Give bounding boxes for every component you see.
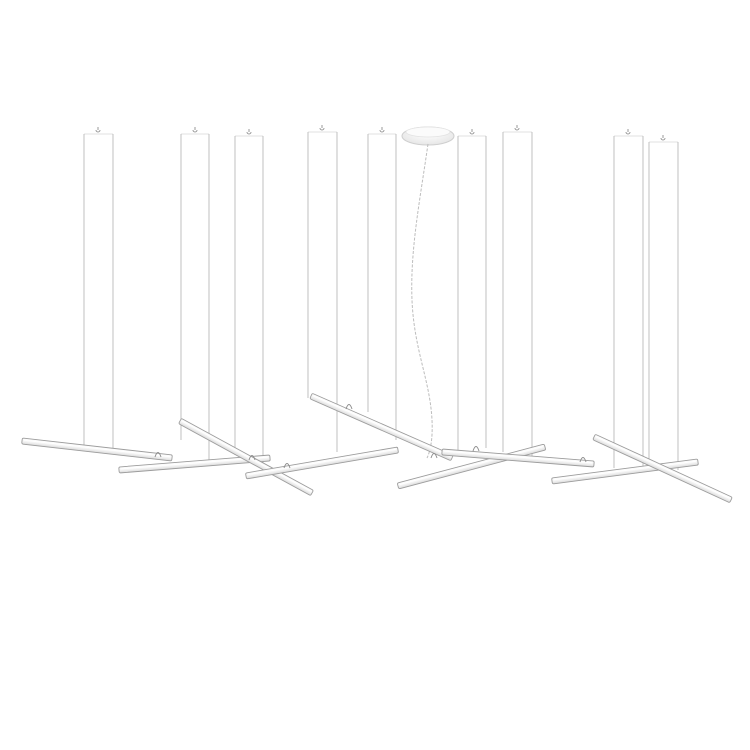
bar-clip [283, 463, 291, 469]
ceiling-hook [379, 127, 385, 133]
bar-clip [579, 457, 587, 463]
light-bar [397, 443, 546, 490]
light-bar [592, 434, 733, 503]
ceiling-hook [660, 135, 666, 141]
ceiling-hook [514, 125, 520, 131]
light-bar [245, 446, 399, 480]
light-bar [309, 393, 454, 461]
bar-clip [430, 453, 438, 459]
bar-clip [345, 404, 353, 410]
ceiling-hook [95, 127, 101, 133]
light-bar [178, 418, 314, 496]
light-bars [21, 393, 733, 503]
ceiling-hook [319, 125, 325, 131]
ceiling-hook [469, 129, 475, 135]
bar-clip [154, 452, 162, 458]
suspension-wires [83, 125, 679, 470]
ceiling-hook [192, 127, 198, 133]
ceiling-hook [625, 129, 631, 135]
bar-clip [248, 455, 256, 461]
power-cable [411, 143, 433, 459]
ceiling-canopy [401, 126, 455, 146]
light-bar [21, 437, 173, 462]
light-bar [441, 448, 595, 468]
ceiling-hook [246, 129, 252, 135]
bar-clip [472, 446, 480, 452]
